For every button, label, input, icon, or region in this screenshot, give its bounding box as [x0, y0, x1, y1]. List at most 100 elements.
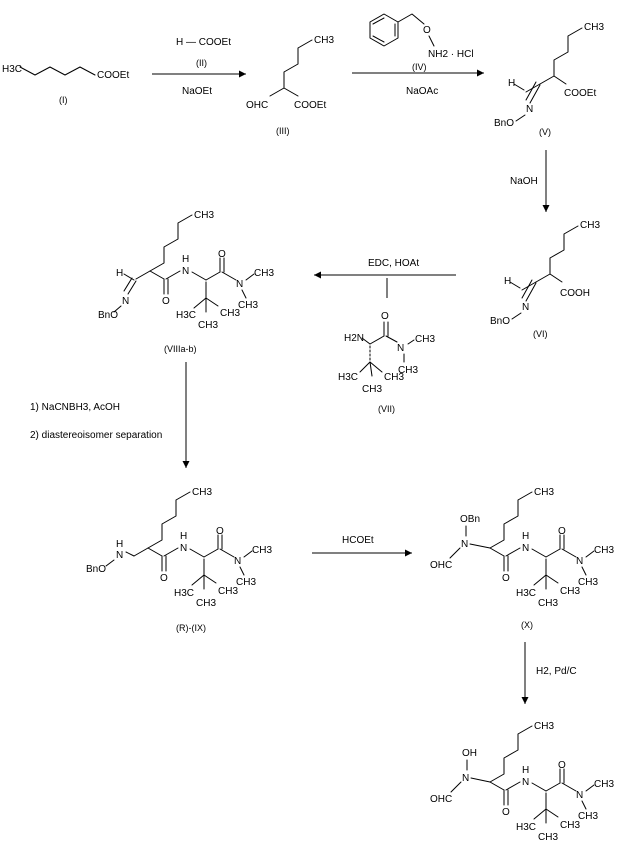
- methyl-label: CH3: [194, 210, 214, 221]
- compound-x: CH3 OBn N OHC O H N O N CH3 CH3 H3C CH3 …: [430, 487, 614, 630]
- n-methyl-label: CH3: [252, 545, 272, 556]
- ester-label: COOEt: [97, 70, 129, 81]
- amide-h-label: H: [522, 765, 529, 776]
- n-methyl-label: CH3: [254, 268, 274, 279]
- tbutyl-methyl-label: H3C: [516, 822, 536, 833]
- compound-label-v: (V): [539, 127, 551, 137]
- tbutyl-methyl-label: CH3: [538, 832, 558, 843]
- nitrogen-label: N: [526, 104, 533, 115]
- acid-label: COOH: [560, 288, 590, 299]
- compound-final: CH3 OH N OHC O H N O N CH3 CH3 H3C CH3 C…: [430, 721, 614, 843]
- benzyloxy-label: BnO: [86, 564, 106, 575]
- nitrogen-label: N: [397, 343, 404, 354]
- n-methyl-label: CH3: [236, 577, 256, 588]
- n-methyl-label: CH3: [415, 334, 435, 345]
- nitrogen-label: N: [122, 296, 129, 307]
- n-methyl-label: CH3: [398, 365, 418, 376]
- step-4: EDC, HOAt: [314, 258, 456, 298]
- n-methyl-label: CH3: [578, 577, 598, 588]
- methyl-label: CH3: [534, 721, 554, 732]
- compound-label-vii: (VII): [378, 404, 395, 414]
- step-3: NaOH: [510, 150, 550, 212]
- carbonyl-oxygen-label: O: [381, 311, 389, 322]
- compound-vi: CH3 H COOH N BnO (VI): [490, 220, 600, 339]
- benzyloxy-label: BnO: [98, 310, 118, 321]
- formyl-label: OHC: [430, 560, 452, 571]
- ester-label: COOEt: [294, 100, 326, 111]
- amine-label: H2N: [344, 333, 364, 344]
- dimethylamide-n-label: N: [576, 790, 583, 801]
- carbonyl-oxygen-label: O: [502, 573, 510, 584]
- benzyloxy-label: BnO: [494, 118, 514, 129]
- amide-n-label: N: [522, 777, 529, 788]
- tbutyl-methyl-label: CH3: [220, 308, 240, 319]
- n-methyl-label: CH3: [594, 779, 614, 790]
- carbonyl-oxygen-label: O: [558, 760, 566, 771]
- nitrogen-label: N: [462, 773, 469, 784]
- amide-h-label: H: [180, 531, 187, 542]
- carbonyl-oxygen-label: O: [160, 573, 168, 584]
- tbutyl-methyl-label: H3C: [338, 372, 358, 383]
- carbonyl-oxygen-label: O: [558, 526, 566, 537]
- carbonyl-oxygen-label: O: [502, 807, 510, 818]
- n-methyl-label: CH3: [578, 811, 598, 822]
- tbutyl-methyl-label: CH3: [384, 372, 404, 383]
- step-1: H — COOEt (II) NaOEt: [152, 37, 246, 97]
- compound-viii: CH3 H N BnO O H N O N CH3 CH3 H3C CH3 CH…: [98, 210, 274, 354]
- compound-iii: CH3 OHC COOEt (III): [246, 35, 334, 136]
- step-5: 1) NaCNBH3, AcOH 2) diastereoisomer sepa…: [30, 362, 190, 468]
- carbonyl-oxygen-label: O: [216, 526, 224, 537]
- amide-n-label: N: [182, 266, 189, 277]
- reagent-hcoet: HCOEt: [342, 535, 374, 546]
- tbutyl-methyl-label: CH3: [362, 384, 382, 395]
- compound-label-ix: (R)-(IX): [176, 623, 206, 633]
- compound-ix: CH3 H N BnO O H N O N CH3 CH3 H3C CH3 CH…: [86, 487, 272, 633]
- hydrogen-label: H: [508, 78, 515, 89]
- reagent-naoh: NaOH: [510, 176, 538, 187]
- reagent-reduction: 1) NaCNBH3, AcOH: [30, 402, 120, 413]
- hydrogen-label: H: [504, 276, 511, 287]
- reagent-base-naoet: NaOEt: [182, 86, 212, 97]
- methyl-label: CH3: [584, 22, 604, 33]
- compound-v: CH3 H COOEt N BnO (V): [494, 22, 604, 137]
- compound-label-x: (X): [521, 620, 533, 630]
- step-6: HCOEt: [312, 535, 412, 557]
- formyl-label: OHC: [430, 794, 452, 805]
- nitrogen-label: N: [522, 302, 529, 313]
- carbonyl-oxygen-label: O: [218, 249, 226, 260]
- methyl-label: CH3: [580, 220, 600, 231]
- step-2: O NH2 · HCl (IV) NaOAc: [352, 13, 484, 97]
- dimethylamide-n-label: N: [234, 556, 241, 567]
- amide-n-label: N: [522, 543, 529, 554]
- oxygen-label: O: [423, 25, 431, 36]
- amide-n-label: N: [180, 543, 187, 554]
- compound-label-vi: (VI): [533, 329, 548, 339]
- amine-h-label: H: [116, 539, 123, 550]
- tbutyl-methyl-label: CH3: [560, 820, 580, 831]
- compound-label-iii: (III): [276, 126, 290, 136]
- compound-vii: H2N O N CH3 CH3 H3C CH3 CH3 (VII): [338, 311, 435, 414]
- dimethylamide-n-label: N: [236, 279, 243, 290]
- tbutyl-methyl-label: CH3: [218, 586, 238, 597]
- hydroxyl-label: OH: [462, 748, 477, 759]
- reagent-label-iv: (IV): [412, 62, 427, 72]
- amide-h-label: H: [182, 254, 189, 265]
- n-methyl-label: CH3: [594, 545, 614, 556]
- tbutyl-methyl-label: H3C: [176, 310, 196, 321]
- compound-label-viii: (VIIIa-b): [164, 344, 197, 354]
- tbutyl-methyl-label: H3C: [174, 588, 194, 599]
- benzyloxy-label: BnO: [490, 316, 510, 327]
- hydrogen-label: H: [116, 268, 123, 279]
- reagent-naoac: NaOAc: [406, 86, 438, 97]
- tbutyl-methyl-label: CH3: [196, 598, 216, 609]
- compound-i: H3C COOEt (I): [2, 64, 129, 105]
- methyl-label: CH3: [192, 487, 212, 498]
- reagent-separation: 2) diastereoisomer separation: [30, 430, 162, 441]
- reagent-edc-hoat: EDC, HOAt: [368, 258, 419, 269]
- reagent-ethyl-formate: H — COOEt: [176, 37, 231, 48]
- benzyloxy-label: OBn: [460, 514, 480, 525]
- carbonyl-oxygen-label: O: [162, 296, 170, 307]
- compound-label-i: (I): [59, 95, 68, 105]
- ester-label: COOEt: [564, 88, 596, 99]
